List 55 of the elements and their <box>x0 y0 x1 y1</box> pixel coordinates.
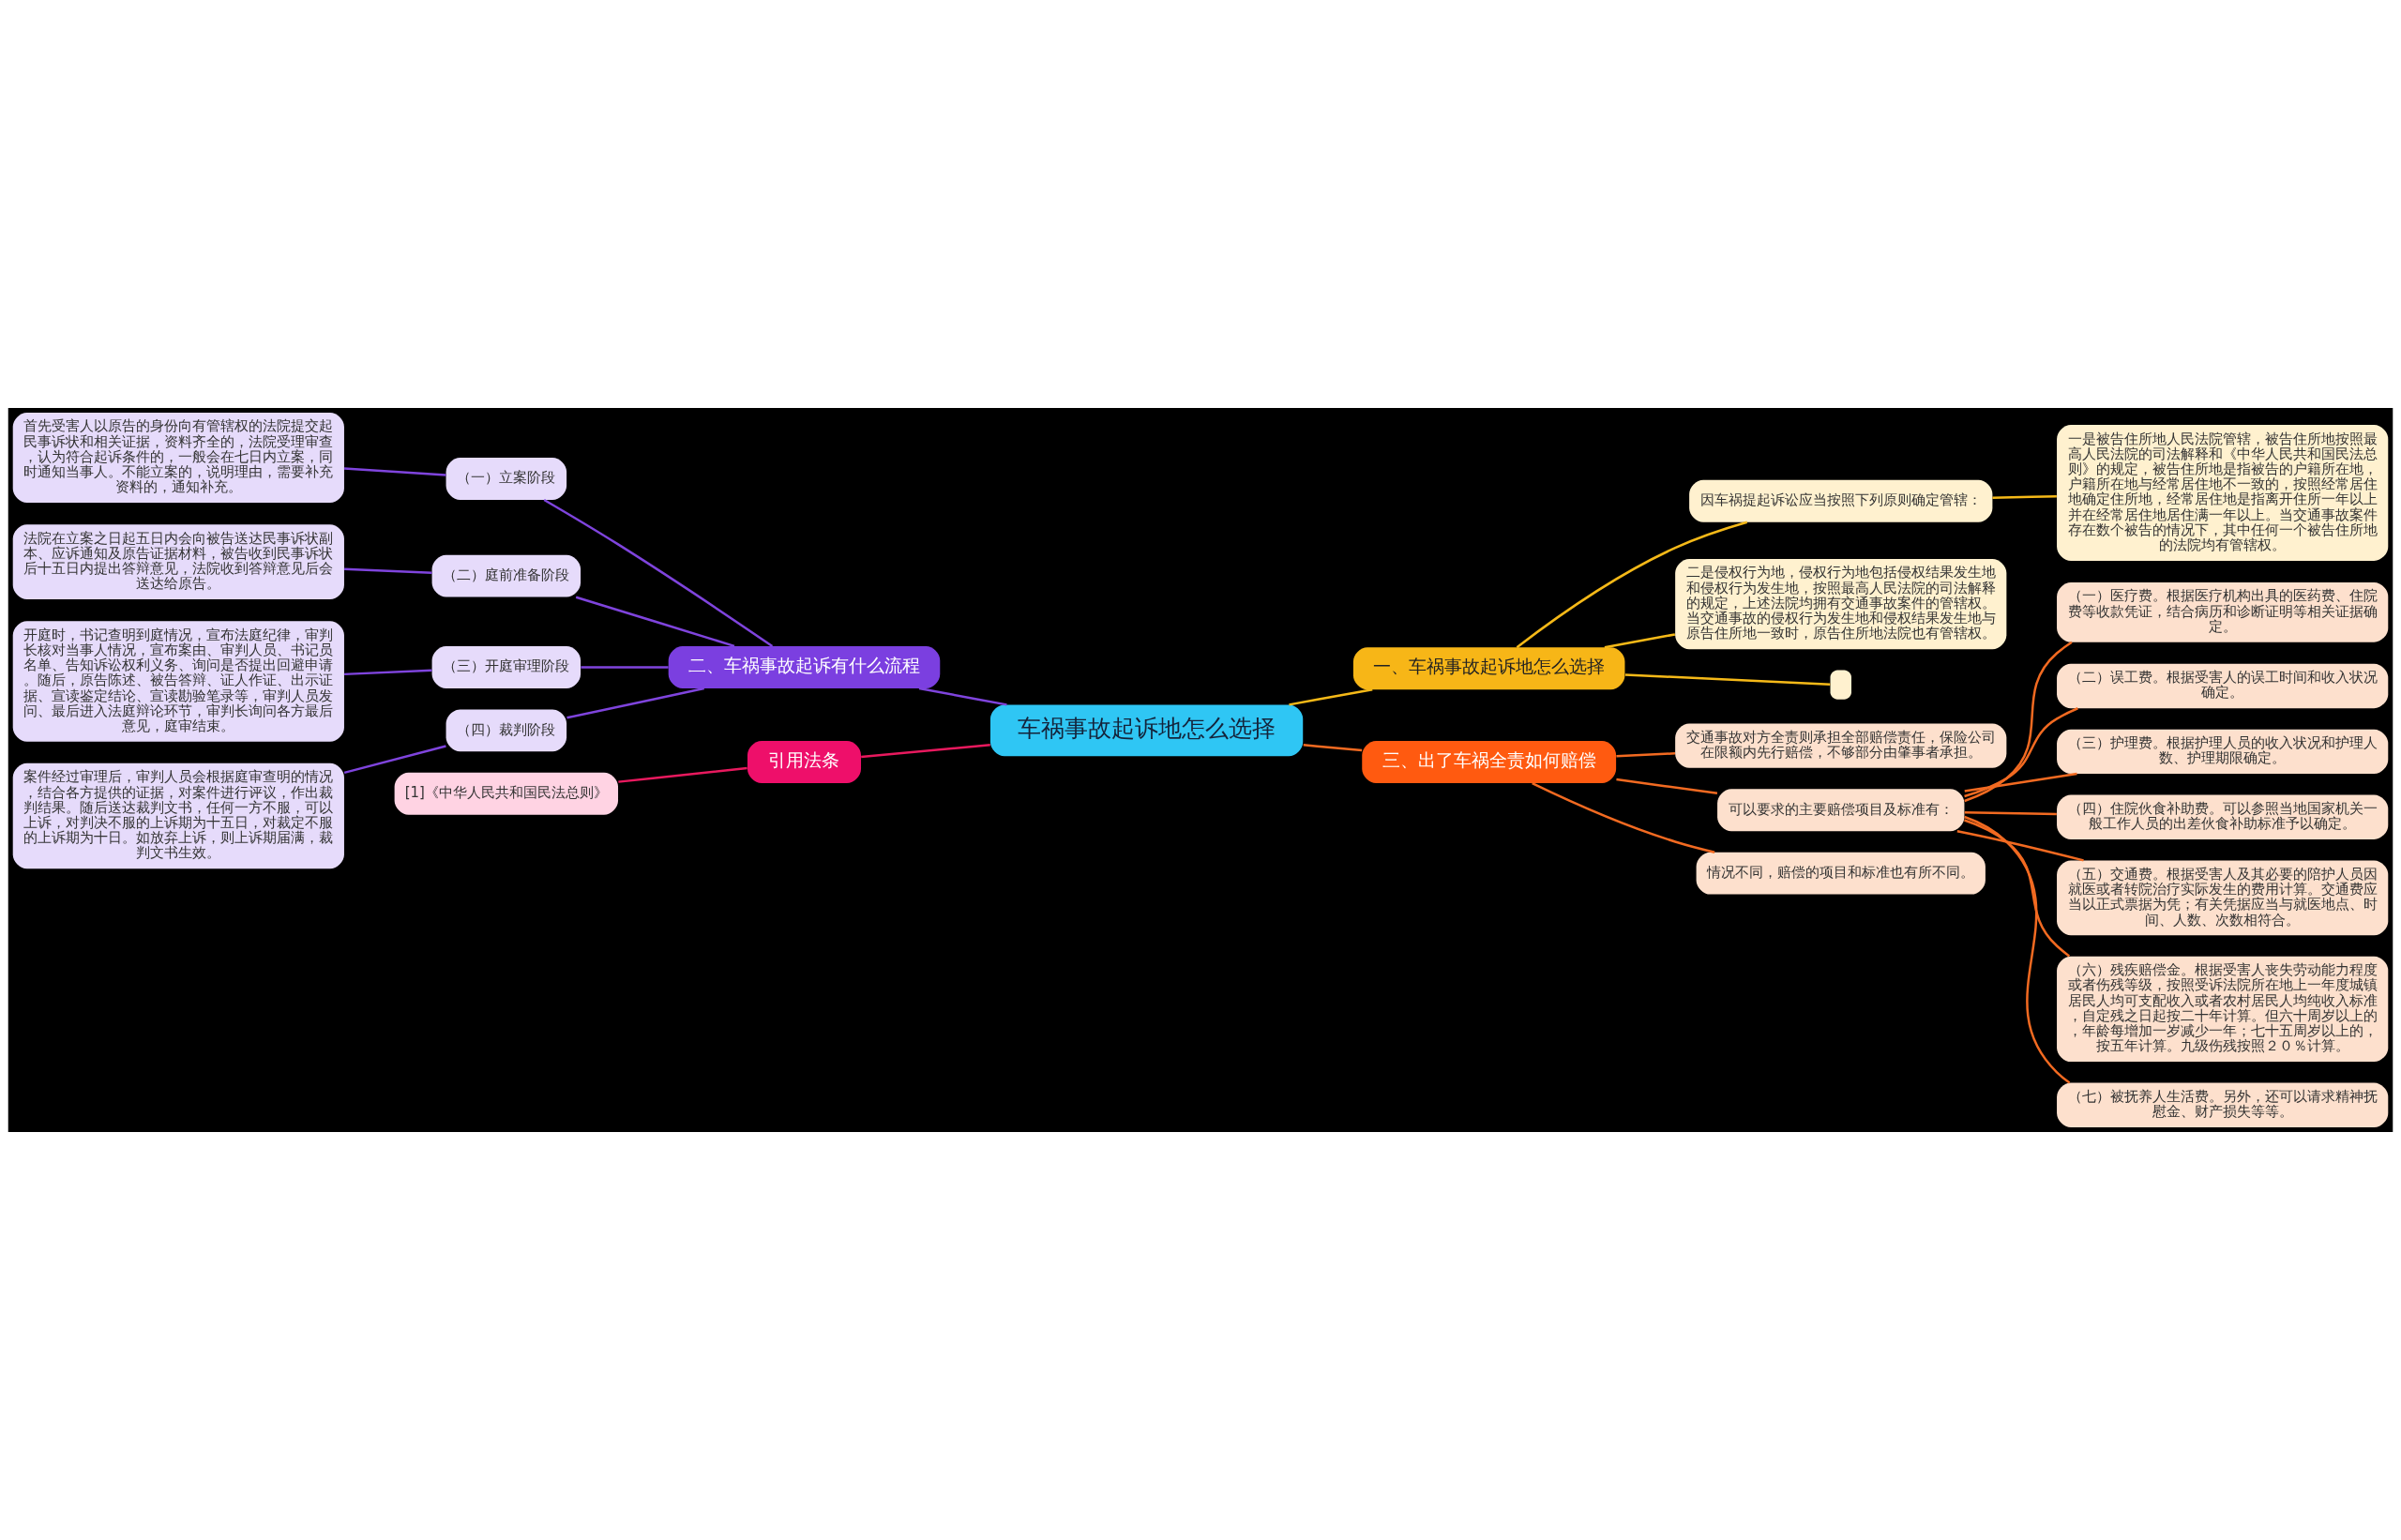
connector <box>344 467 446 476</box>
node-box: 法院在立案之日起五日内会向被告送达民事诉状副本、应诉通知及原告证据材料，被告收到民事诉状后十五日内提出答辩意见，法院收到答辩意见后会送达给原告。 <box>12 524 344 600</box>
connector <box>581 666 669 669</box>
node-box: 案件经过审理后，审判人员会根据庭审查明的情况，结合各方提供的证据，对案件进行评议，作出裁判结果。随后送达裁判文书，任何一方不服，可以上诉，对判决不服的上诉期为十五日，对裁定不服的上诉期为十日。如放弃上诉，则上诉期届满，裁判文书生效。 <box>12 762 344 869</box>
node-box: 可以要求的主要赔偿项目及标准有： <box>1717 789 1965 832</box>
node-box: 二是侵权行为地，侵权行为地包括侵权结果发生地和侵权行为发生地，按照最高人民法院的司法解释的规定，上述法院均拥有交通事故案件的管辖权。当交通事故的侵权行为发生地和侵权结果发生地与原告住所地一致时，原告住所地法院也有管辖权。 <box>1675 559 2007 650</box>
node-box: [1]《中华人民共和国民法总则》 <box>394 772 619 815</box>
connector <box>1532 782 1715 853</box>
connector <box>861 744 990 759</box>
node-box: （三）开庭审理阶段 <box>431 646 581 688</box>
connector <box>1289 687 1373 706</box>
connector <box>1303 744 1363 752</box>
connector <box>1604 633 1676 649</box>
connector <box>1964 819 2071 958</box>
connector <box>543 498 774 647</box>
node-box: （一）医疗费。根据医疗机构出具的医药费、住院费等收款凭证，结合病历和诊断证明等相关证据确定。 <box>2057 582 2389 642</box>
connector <box>918 687 1007 706</box>
node-box: （二）庭前准备阶段 <box>431 554 581 597</box>
connector <box>1992 495 2057 499</box>
connector <box>344 567 432 574</box>
node-box: （二）误工费。根据受害人的误工时间和收入状况确定。 <box>2057 663 2389 709</box>
connector <box>1964 641 2073 803</box>
node-box: 一是被告住所地人民法院管辖，被告住所地按照最高人民法院的司法解释和《中华人民共和国民法总则》的规定，被告住所地是指被告的户籍所在地，户籍所在地与经常居住地不一致的，按照经常居住地确定住所地，经常居住地是指离开住所一年以上并在经常居住地居住满一年以上。当交通事故案件存在数个被告的情况下，其中任何一个被告住所地的法院均有管辖权。 <box>2057 425 2389 561</box>
connector <box>1964 815 2071 1084</box>
node-box: 三、出了车祸全责如何赔偿 <box>1362 741 1617 784</box>
connector <box>1616 778 1718 795</box>
node-box: （七）被抚养人生活费。另外，还可以请求精神抚慰金、财产损失等等。 <box>2057 1082 2389 1127</box>
connector <box>575 596 735 648</box>
connector <box>1516 521 1748 649</box>
connector <box>1964 707 2078 798</box>
connector <box>344 669 432 676</box>
node-box: （一）立案阶段 <box>445 458 567 500</box>
node-box: 情况不同，赔偿的项目和标准也有所不同。 <box>1696 852 1986 895</box>
node-box: 二、车祸事故起诉有什么流程 <box>668 646 941 688</box>
connector <box>1956 830 2084 862</box>
node-box: 开庭时，书记查明到庭情况，宣布法庭纪律，审判长核对当事人情况，宣布案由、审判人员、书记员名单、告知诉讼权利义务、询问是否提出回避申请。随后，原告陈述、被告答辩、证人作证、出示证据、宣读鉴定结论、宣读勘验笔录等，审判人员发问、最后进入法庭辩论环节，审判长询问各方最后意见，庭审结束。 <box>12 621 344 742</box>
node-box: 首先受害人以原告的身份向有管辖权的法院提交起民事诉状和相关证据，资料齐全的，法院受理审查，认为符合起诉条件的，一般会在七日内立案，同时通知当事人。不能立案的，说明理由，需要补充资料的，通知补充。 <box>12 413 344 504</box>
connector <box>618 766 747 783</box>
connector <box>1964 810 2057 816</box>
node-box: 车祸事故起诉地怎么选择 <box>989 704 1304 757</box>
node-box: 交通事故对方全责则承担全部赔偿责任，保险公司在限额内先行赔偿，不够部分由肇事者承担。 <box>1675 723 2007 768</box>
connector <box>566 687 704 719</box>
node-box: （三）护理费。根据护理人员的收入状况和护理人数、护理期限确定。 <box>2057 729 2389 775</box>
node-box: （五）交通费。根据受害人及其必要的陪护人员因就医或者转院治疗实际发生的费用计算。交通费应当以正式票据为凭；有关凭据应当与就医地点、时间、人数、次数相符合。 <box>2057 860 2389 936</box>
node-box: （六）残疾赔偿金。根据受害人丧失劳动能力程度或者伤残等级，按照受诉法院所在地上一年度城镇居民人均可支配收入或者农村居民人均纯收入标准，自定残之日起按二十年计算。但六十周岁以上的，年龄每增加一岁减少一年；七十五周岁以上的，按五年计算。九级伤残按照２０％计算。 <box>2057 956 2389 1063</box>
node-box: 一、车祸事故起诉地怎么选择 <box>1352 647 1625 690</box>
node-box <box>1830 670 1851 700</box>
connector <box>1624 673 1831 686</box>
connector <box>1964 772 2077 793</box>
node-box: 引用法条 <box>747 741 862 784</box>
connector <box>343 745 446 775</box>
node-box: （四）裁判阶段 <box>445 709 567 752</box>
node-box: 因车祸提起诉讼应当按照下列原则确定管辖： <box>1689 479 1993 522</box>
connector <box>1616 752 1676 758</box>
node-box: （四）住院伙食补助费。可以参照当地国家机关一般工作人员的出差伙食补助标准予以确定。 <box>2057 794 2389 839</box>
